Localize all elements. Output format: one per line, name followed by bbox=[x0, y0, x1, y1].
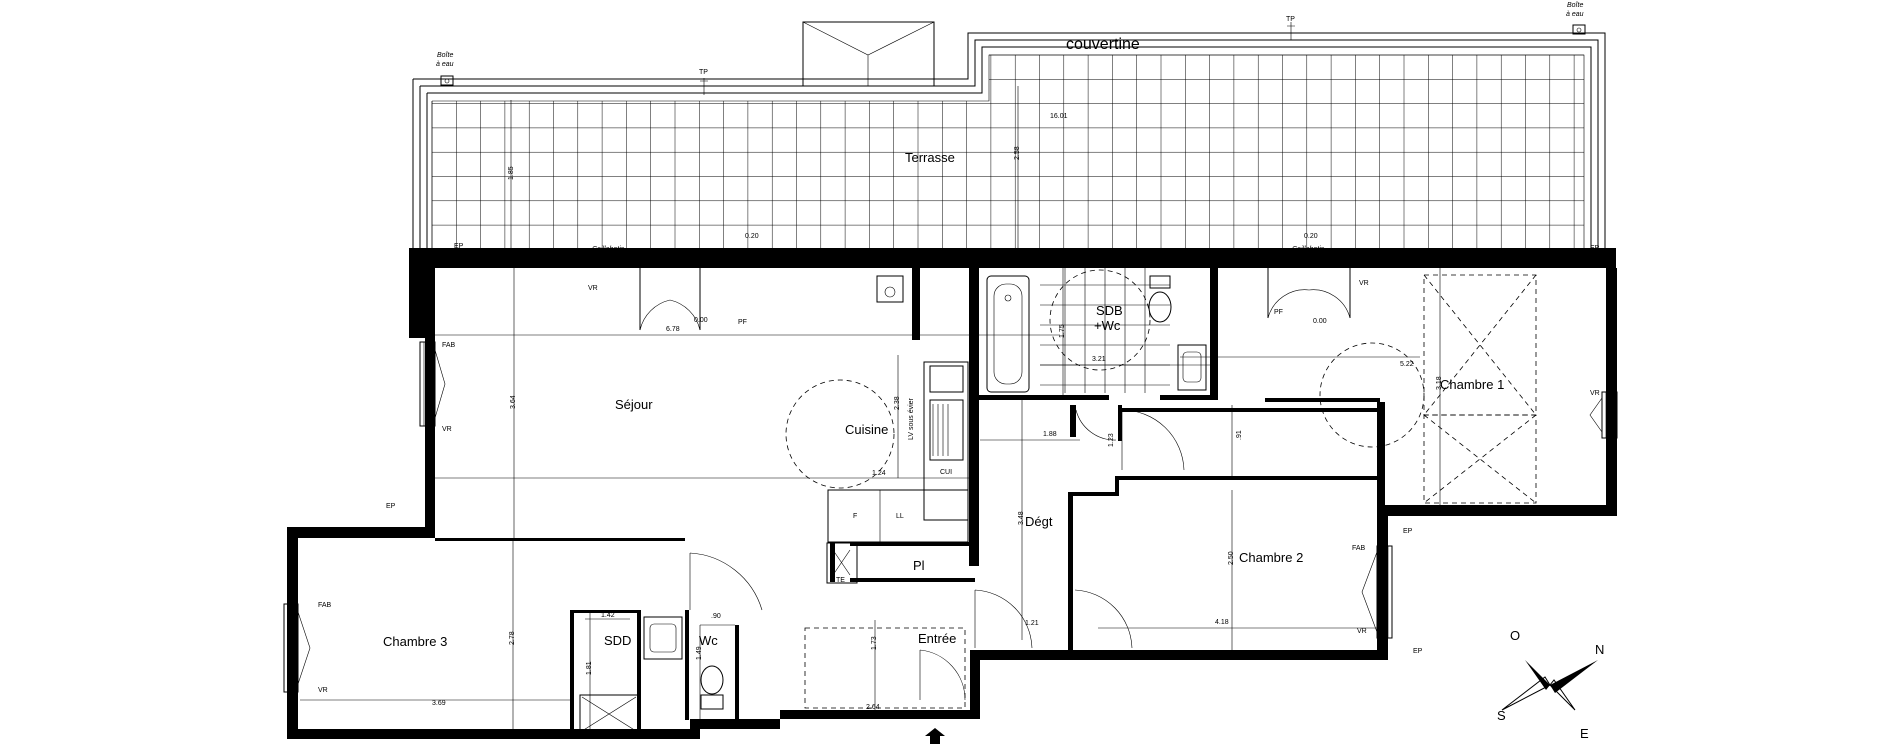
label-ep-4: EP bbox=[1403, 528, 1413, 535]
label-ep-5: EP bbox=[1413, 648, 1423, 655]
tile-grid-lines bbox=[431, 54, 1584, 248]
label-te: TE bbox=[836, 577, 845, 584]
dim-ch3-width: 3.69 bbox=[432, 700, 446, 707]
windows bbox=[283, 255, 1618, 693]
compass-o: O bbox=[1510, 628, 1520, 643]
level-000-left: 0.00 bbox=[694, 317, 708, 324]
dim-cuisine-depth: 2.38 bbox=[894, 396, 901, 410]
compass-s: S bbox=[1497, 708, 1506, 723]
dim-cuisine-width: 1.24 bbox=[872, 470, 886, 477]
label-ll: LL bbox=[896, 513, 904, 520]
caillebotis-label-right: Caillebotis bbox=[1292, 246, 1325, 253]
label-ep-1: EP bbox=[454, 243, 464, 250]
room-cuisine: Cuisine bbox=[845, 422, 888, 437]
compass-e: E bbox=[1580, 726, 1589, 741]
dim-degt-width: 1.88 bbox=[1043, 431, 1057, 438]
label-vr-1: VR bbox=[588, 285, 598, 292]
label-vr-6: VR bbox=[318, 687, 328, 694]
label-f: F bbox=[853, 513, 857, 520]
boite-label-right-2: à eau bbox=[1566, 11, 1584, 18]
room-sdb-line1: SDB bbox=[1096, 303, 1123, 318]
room-degt: Dégt bbox=[1025, 514, 1053, 529]
compass-needle-sw bbox=[1501, 676, 1551, 711]
room-sejour: Séjour bbox=[615, 397, 653, 412]
dim-ch1-width: 5.22 bbox=[1400, 361, 1414, 368]
dim-terrasse-depth-left: 1.85 bbox=[508, 166, 515, 180]
label-fab-1: FAB bbox=[442, 342, 456, 349]
label-pf-left: PF bbox=[738, 319, 747, 326]
dim-sdd-width: 1.42 bbox=[601, 612, 615, 619]
compass-needle-ne bbox=[1550, 660, 1598, 693]
compass-needle-nw bbox=[1525, 660, 1550, 690]
compass-needle-se bbox=[1549, 679, 1576, 711]
dim-degt-depth: 3.48 bbox=[1018, 511, 1025, 525]
room-sdd: SDD bbox=[604, 633, 631, 648]
dim-degt-door: 1.21 bbox=[1025, 620, 1039, 627]
room-chambre3: Chambre 3 bbox=[383, 634, 447, 649]
dim-ch3-depth: 2.78 bbox=[509, 631, 516, 645]
tp-label-right: TP bbox=[1286, 16, 1295, 23]
dim-degt-small: 1.23 bbox=[1108, 433, 1115, 447]
room-wc: Wc bbox=[699, 633, 718, 648]
dim-wc-depth: 1.49 bbox=[696, 646, 703, 660]
dim-sdd-depth: 1.81 bbox=[586, 661, 593, 675]
room-sdb-line2: +Wc bbox=[1094, 318, 1121, 333]
dim-entree-width: 2.64 bbox=[866, 704, 880, 711]
dim-sdb-width: 3.21 bbox=[1092, 356, 1106, 363]
compass-rose: N S E O bbox=[1497, 628, 1604, 741]
label-vr-2: VR bbox=[1359, 280, 1369, 287]
level-020-right: 0.20 bbox=[1304, 233, 1318, 240]
dim-wc-width: .90 bbox=[711, 613, 721, 620]
boite-label-right-1: Boîte bbox=[1567, 2, 1583, 9]
label-fab-3: FAB bbox=[1352, 545, 1366, 552]
caillebotis-label-left: Caillebotis bbox=[592, 246, 625, 253]
couvertine-label: couvertine bbox=[1066, 36, 1140, 53]
room-entree: Entrée bbox=[918, 631, 956, 646]
terrace-tile-grid bbox=[431, 54, 1584, 248]
tp-label-left: TP bbox=[699, 69, 708, 76]
boite-label-left-2: à eau bbox=[436, 61, 454, 68]
level-000-right: 0.00 bbox=[1313, 318, 1327, 325]
label-lv: LV sous évier bbox=[908, 397, 915, 440]
dim-terrasse-length: 16.01 bbox=[1050, 113, 1068, 120]
label-vr-3: VR bbox=[442, 426, 452, 433]
room-chambre1: Chambre 1 bbox=[1440, 377, 1504, 392]
terrace bbox=[412, 21, 1606, 248]
label-vr-4: VR bbox=[1590, 390, 1600, 397]
dim-ch2-width: 4.18 bbox=[1215, 619, 1229, 626]
dim-sejour-width: 6.78 bbox=[666, 326, 680, 333]
room-pl: Pl bbox=[913, 558, 925, 573]
level-020-left: 0.20 bbox=[745, 233, 759, 240]
boite-label-left-1: Boîte bbox=[437, 52, 453, 59]
label-vr-5: VR bbox=[1357, 628, 1367, 635]
compass-n: N bbox=[1595, 642, 1604, 657]
dim-ch2-small: .91 bbox=[1236, 430, 1243, 440]
dimension-lines bbox=[300, 86, 1441, 729]
dim-terrasse-depth-mid: 2.58 bbox=[1014, 146, 1021, 160]
room-chambre2: Chambre 2 bbox=[1239, 550, 1303, 565]
label-ep-2: EP bbox=[1590, 245, 1600, 252]
walls bbox=[287, 248, 1617, 739]
furniture bbox=[579, 268, 1537, 744]
label-fab-2: FAB bbox=[318, 602, 332, 609]
label-ep-3: EP bbox=[386, 503, 396, 510]
dim-sdb-depth: 1.75 bbox=[1059, 324, 1066, 338]
label-pf-right: PF bbox=[1274, 309, 1283, 316]
room-terrasse: Terrasse bbox=[905, 150, 955, 165]
dim-entree-depth: 1.73 bbox=[871, 636, 878, 650]
dim-ch2-depth: 2.50 bbox=[1228, 551, 1235, 565]
dim-ch1-depth: 3.18 bbox=[1436, 376, 1443, 390]
label-cui: CUI bbox=[940, 469, 952, 476]
dim-sejour-depth: 3.64 bbox=[510, 395, 517, 409]
